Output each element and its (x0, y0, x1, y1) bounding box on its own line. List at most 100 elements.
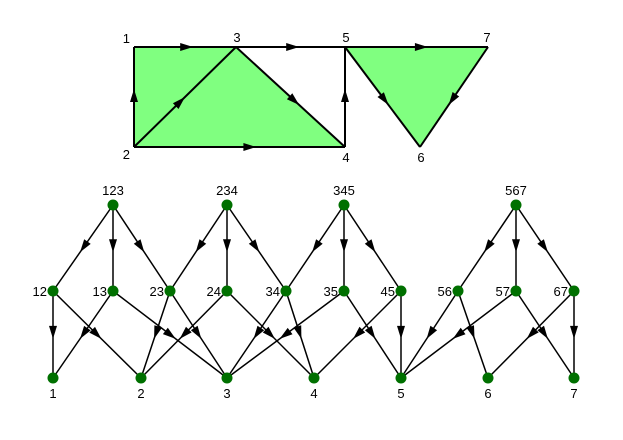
lattice-edge-23-2-arrow (154, 325, 162, 339)
lattice-node-middle-56 (452, 285, 464, 297)
lattice-edge-567-56-arrow (484, 239, 495, 253)
lattice-node-bottom-3 (221, 372, 233, 384)
lattice-edge-34-3-arrow (253, 325, 265, 339)
lattice-edge-123-13-arrow (109, 239, 117, 253)
top-arrow-3-4 (286, 93, 300, 105)
lattice-edge-12-2-arrow (89, 326, 102, 339)
lattice-label-bottom-2: 2 (137, 386, 144, 401)
face-576 (345, 47, 488, 147)
lattice-node-bottom-6 (482, 372, 494, 384)
lattice-edge-567-67-arrow (537, 239, 548, 253)
lattice-edge-234-24-arrow (223, 239, 231, 253)
lattice-edge-45-5-arrow (397, 325, 405, 339)
lattice-edge-35-5-arrow (364, 325, 376, 339)
lattice-label-top-345: 345 (333, 183, 355, 198)
top-arrow-5-7 (414, 43, 428, 51)
lattice-label-top-123: 123 (102, 183, 124, 198)
lattice-edge-234-34-arrow (248, 239, 260, 253)
lattice-nodes (47, 199, 580, 384)
lattice-edge-67-6-arrow (526, 326, 539, 339)
lattice-node-middle-24 (221, 285, 233, 297)
top-graph-edges (130, 43, 489, 151)
top-vertex-label-5: 5 (342, 30, 349, 45)
lattice-label-middle-24: 24 (207, 284, 221, 299)
lattice-node-middle-12 (47, 285, 59, 297)
top-arrow-3-5 (286, 43, 300, 51)
top-arrow-2-3 (172, 97, 185, 109)
top-arrow-4-5 (341, 89, 349, 102)
lattice-edge-23-3-arrow (190, 325, 202, 339)
lattice-edge-234-23-arrow (195, 239, 207, 253)
lattice-node-middle-13 (107, 285, 119, 297)
lattice-edge-345-45-arrow (364, 239, 376, 253)
lattice-edge-35-3-arrow (279, 327, 293, 339)
lattice-node-bottom-7 (568, 372, 580, 384)
lattice-edge-56-5-arrow (426, 325, 438, 339)
lattice-node-top-234 (221, 199, 233, 211)
top-arrow-2-1 (130, 89, 138, 102)
lattice-edge-24-4-arrow (262, 326, 275, 339)
top-vertex-label-4: 4 (342, 150, 349, 165)
lattice-edges (49, 204, 578, 379)
lattice-label-bottom-5: 5 (397, 386, 404, 401)
lattice-label-bottom-1: 1 (49, 386, 56, 401)
lattice-edge-45-4-arrow (353, 326, 366, 339)
lattice-edge-67-7-arrow (570, 325, 578, 339)
top-vertex-label-1: 1 (123, 31, 130, 46)
lattice-node-bottom-2 (135, 372, 147, 384)
lattice-node-bottom-4 (308, 372, 320, 384)
lattice-node-middle-35 (338, 285, 350, 297)
top-arrow-7-6 (448, 92, 460, 105)
face-1342 (134, 47, 345, 147)
lattice-edge-24-2-arrow (179, 326, 192, 339)
lattice-edge-12-1-arrow (49, 325, 57, 339)
lattice-edge-123-12-arrow (80, 239, 91, 253)
top-vertex-label-6: 6 (417, 150, 424, 165)
lattice-label-middle-12: 12 (33, 284, 47, 299)
lattice-node-bottom-5 (395, 372, 407, 384)
lattice-label-bottom-4: 4 (310, 386, 317, 401)
lattice-node-top-567 (510, 199, 522, 211)
lattice-label-bottom-3: 3 (223, 386, 230, 401)
lattice-label-middle-34: 34 (266, 284, 280, 299)
lattice-edge-57-7-arrow (537, 325, 548, 339)
lattice-edge-13-1-arrow (80, 325, 91, 339)
lattice-node-middle-67 (568, 285, 580, 297)
lattice-label-top-567: 567 (505, 183, 527, 198)
lattice-node-top-123 (107, 199, 119, 211)
top-graph-vertex-labels: 1 2 3 4 5 6 7 (123, 30, 491, 165)
lattice-label-bottom-7: 7 (570, 386, 577, 401)
lattice-edge-345-34-arrow (312, 239, 323, 253)
top-graph-faces (134, 47, 488, 147)
lattice-label-middle-45: 45 (381, 284, 395, 299)
lattice-edge-57-5-arrow (452, 327, 466, 339)
top-vertex-label-7: 7 (483, 30, 490, 45)
lattice-label-bottom-6: 6 (484, 386, 491, 401)
lattice-edge-13-3-arrow (162, 327, 176, 339)
lattice-edge-345-35-arrow (340, 239, 348, 253)
top-arrow-5-6 (377, 92, 389, 105)
lattice-label-top-234: 234 (216, 183, 238, 198)
lattice-node-top-345 (338, 199, 350, 211)
lattice-edge-34-4-arrow (293, 325, 302, 339)
lattice-node-bottom-1 (47, 372, 59, 384)
lattice-label-middle-23: 23 (150, 284, 164, 299)
lattice-edge-123-23-arrow (133, 239, 145, 253)
lattice-node-middle-23 (164, 285, 176, 297)
top-arrow-2-4 (243, 143, 257, 151)
lattice-label-middle-35: 35 (324, 284, 338, 299)
lattice-node-middle-57 (510, 285, 522, 297)
lattice-label-middle-56: 56 (438, 284, 452, 299)
top-vertex-label-2: 2 (123, 147, 130, 162)
lattice-node-middle-34 (280, 285, 292, 297)
lattice-label-middle-13: 13 (93, 284, 107, 299)
top-arrow-1-3 (180, 43, 194, 51)
lattice-node-middle-45 (395, 285, 407, 297)
lattice-label-middle-57: 57 (496, 284, 510, 299)
top-vertex-label-3: 3 (233, 30, 240, 45)
lattice-edge-567-57-arrow (512, 239, 520, 253)
lattice-edge-56-6-arrow (466, 325, 475, 339)
